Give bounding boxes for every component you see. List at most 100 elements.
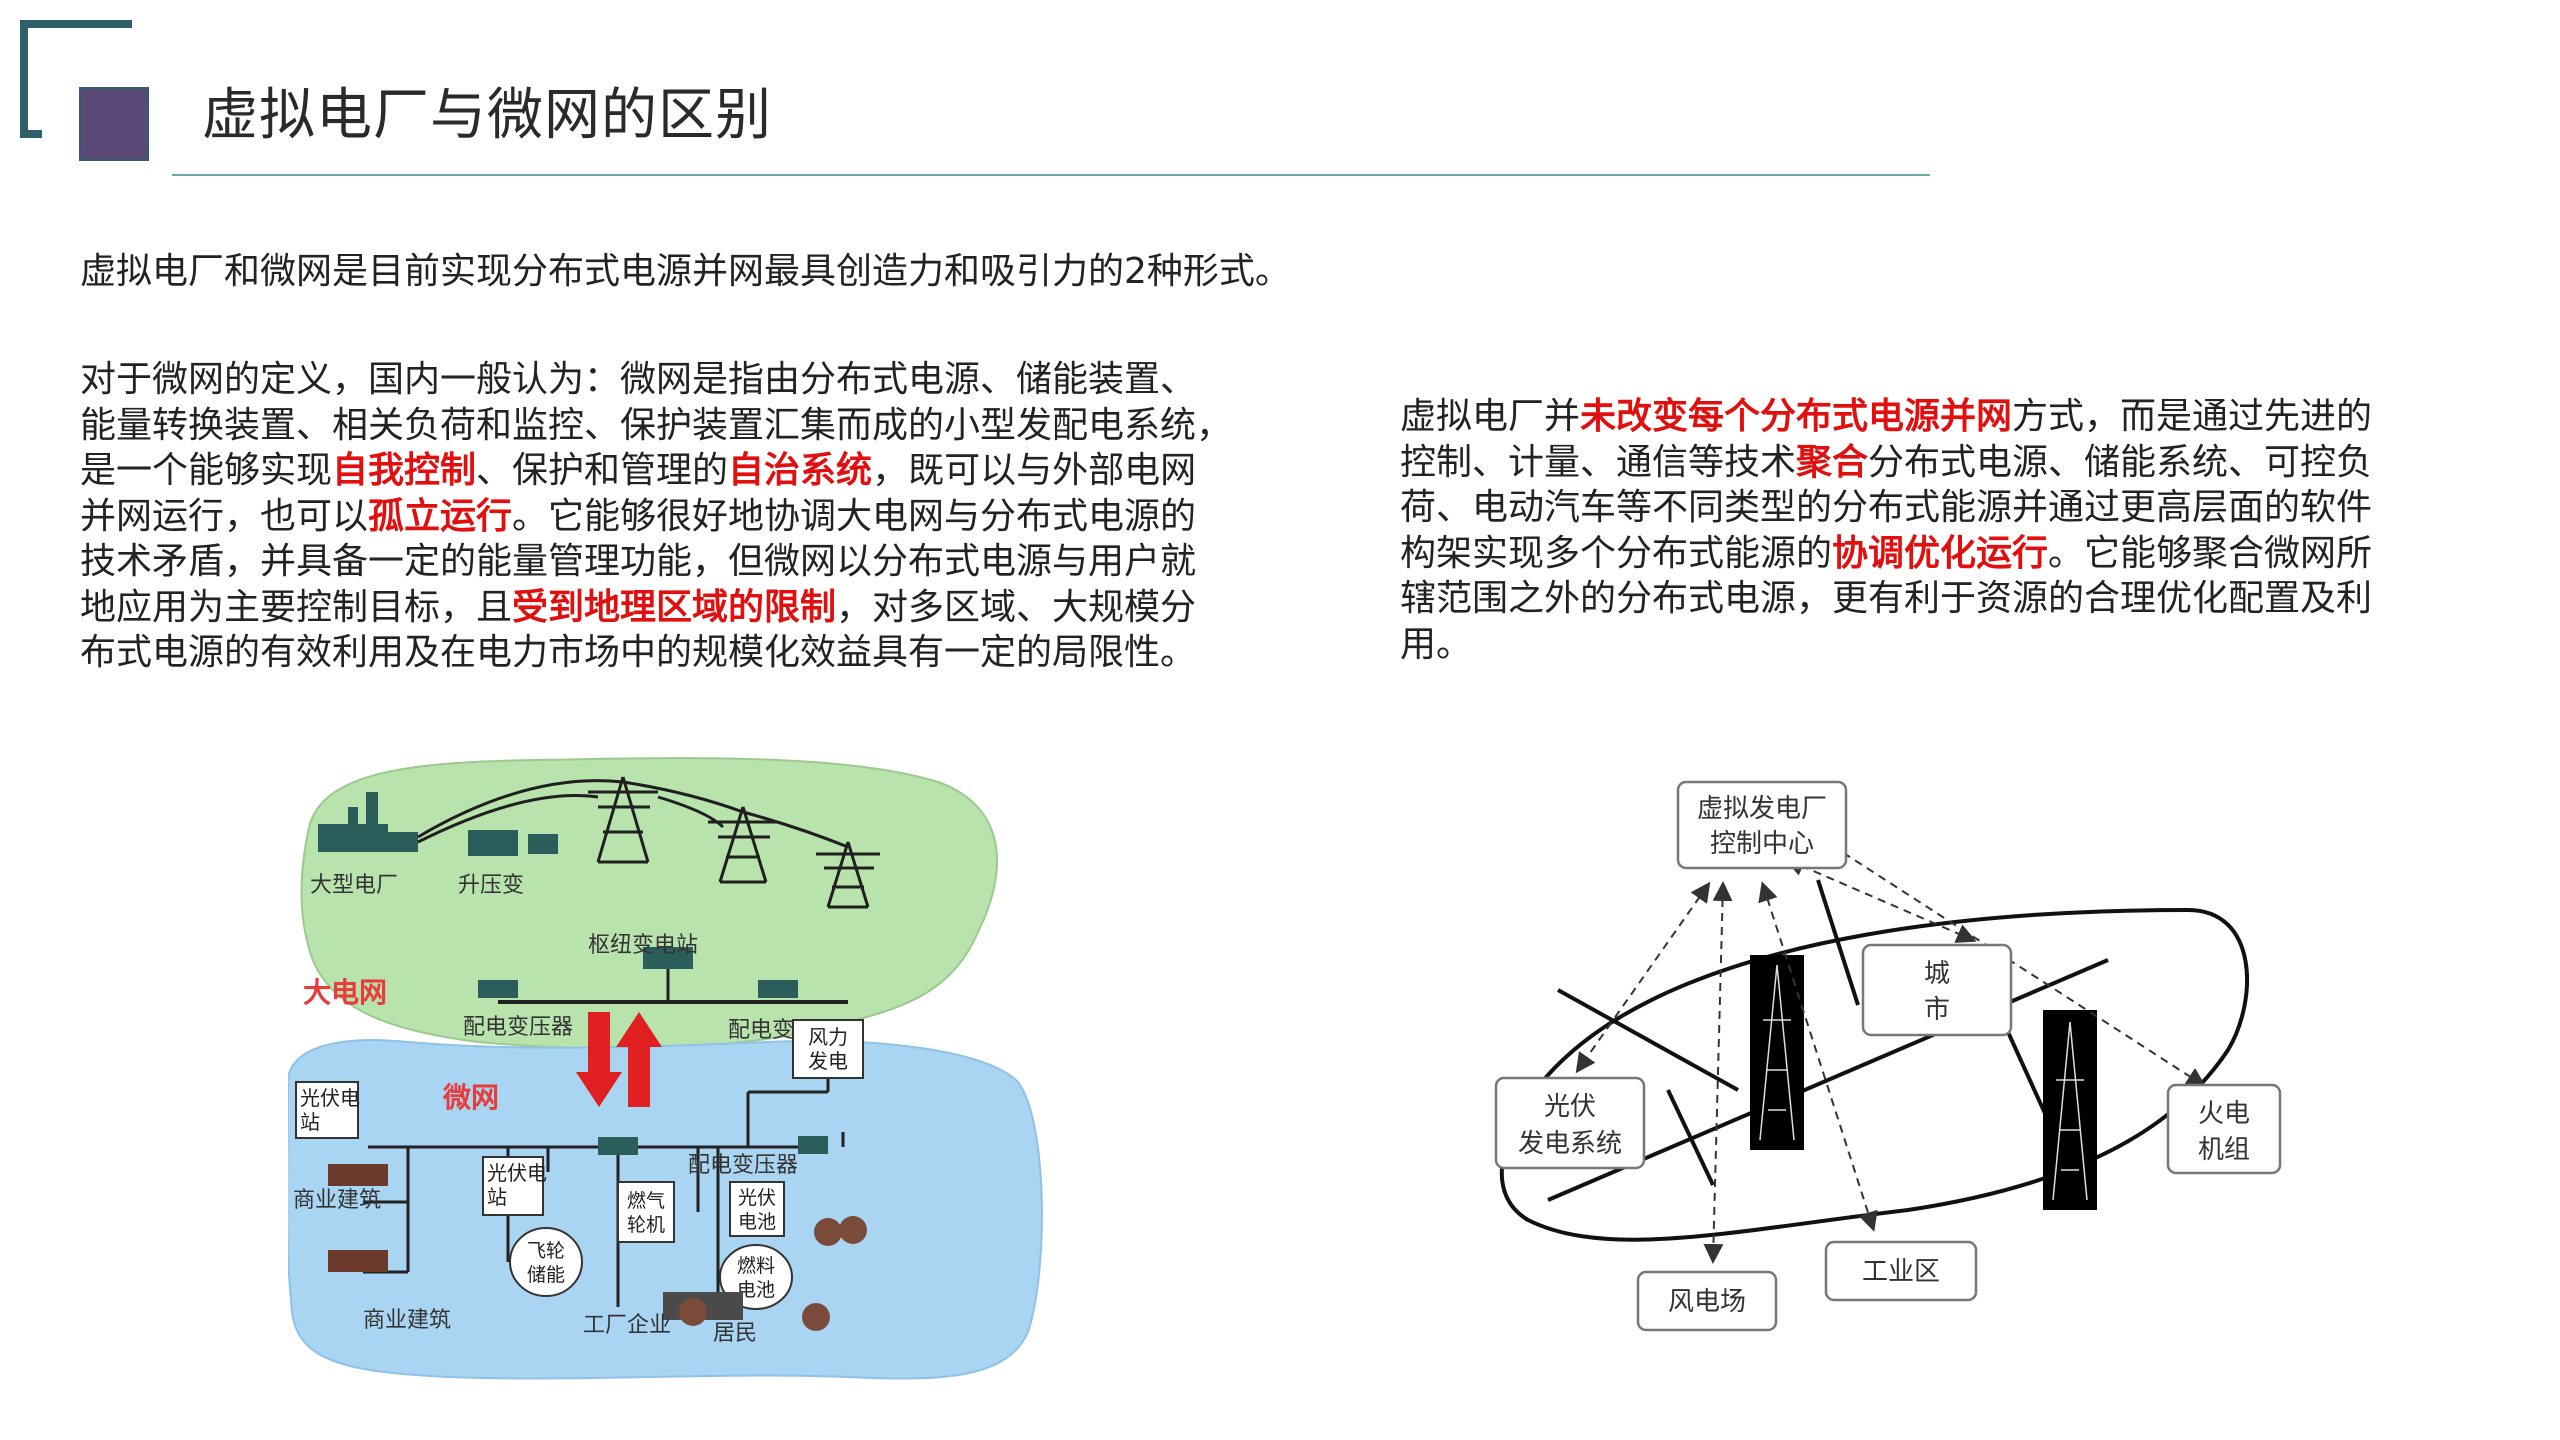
highlight-phrase: 协调优化运行	[1832, 532, 2049, 574]
svg-text:光伏电: 光伏电	[487, 1161, 547, 1185]
wind-gen-box: 风力 发电	[792, 1019, 864, 1079]
svg-text:储能: 储能	[527, 1264, 565, 1286]
highlight-phrase: 孤立运行	[368, 495, 513, 537]
svg-text:机组: 机组	[2198, 1135, 2250, 1165]
text-segment: 控制、计量、通信等技术	[1400, 441, 1797, 483]
svg-text:电池: 电池	[738, 1211, 776, 1233]
svg-text:风电场: 风电场	[1668, 1287, 1746, 1317]
flywheel-circle: 飞轮 储能	[509, 1227, 583, 1297]
text-segment: ，既可以与外部电网	[872, 450, 1197, 491]
text-line: 技术矛盾，并具备一定的能量管理功能，但微网以分布式电源与用户就	[80, 539, 1340, 585]
svg-text:燃料: 燃料	[737, 1255, 775, 1277]
text-segment: 并网运行，也可以	[80, 495, 369, 537]
commercial-building-1-label: 商业建筑	[293, 1188, 381, 1213]
svg-text:城: 城	[1924, 959, 1950, 989]
text-segment: 。它能够聚合微网所	[2048, 532, 2373, 574]
text-segment: 对于微网的定义，国内一般认为：微网是指由分布式电源、储能装置、	[80, 359, 1197, 400]
svg-text:控制中心: 控制中心	[1710, 829, 1814, 859]
tower-2-icon	[2043, 1010, 2097, 1210]
gas-turbine-box: 燃气 轮机	[617, 1181, 675, 1243]
text-segment: 布式电源的有效利用及在电力市场中的规模化效益具有一定的局限性。	[80, 632, 1197, 673]
big-grid-region	[300, 757, 999, 1050]
city-box: 城 市	[1861, 943, 2013, 1037]
text-segment: 用。	[1400, 623, 1473, 665]
text-line: 是一个能够实现自我控制、保护和管理的自治系统，既可以与外部电网	[80, 448, 1340, 494]
step-up-label: 升压变	[458, 873, 524, 898]
svg-text:站: 站	[300, 1110, 320, 1134]
text-segment: 。它能够很好地协调大电网与分布式电源的	[512, 495, 1197, 537]
transmission-towers-icon	[417, 776, 880, 909]
factory-label: 工厂企业	[583, 1313, 671, 1338]
text-line: 用。	[1400, 622, 2440, 668]
svg-text:轮机: 轮机	[627, 1214, 665, 1236]
svg-text:燃气: 燃气	[627, 1190, 665, 1212]
svg-text:虚拟发电厂: 虚拟发电厂	[1697, 794, 1827, 824]
text-segment: ，对多区域、大规模分	[836, 586, 1197, 628]
text-line: 荷、电动汽车等不同类型的分布式能源并通过更高层面的软件	[1400, 485, 2440, 531]
control-links	[1575, 827, 2207, 1264]
text-line: 能量转换装置、相关负荷和监控、保护装置汇集而成的小型发配电系统，	[80, 403, 1340, 449]
text-segment: 方式，而是通过先进的	[2012, 396, 2373, 437]
thermal-unit-box: 火电 机组	[2166, 1083, 2282, 1175]
dist-transformer-left-label: 配电变压器	[463, 1015, 573, 1040]
page-title: 虚拟电厂与微网的区别	[202, 83, 772, 148]
text-line: 辖范围之外的分布式电源，更有利于资源的合理优化配置及利	[1400, 576, 2440, 622]
highlight-phrase: 自我控制	[332, 450, 477, 491]
svg-text:发电系统: 发电系统	[1518, 1129, 1622, 1159]
microgrid-definition: 对于微网的定义，国内一般认为：微网是指由分布式电源、储能装置、能量转换装置、相关…	[80, 357, 1340, 676]
svg-text:工业区: 工业区	[1862, 1257, 1940, 1287]
svg-text:光伏: 光伏	[1544, 1092, 1596, 1122]
step-up-transformer-icon	[468, 830, 558, 856]
svg-text:飞轮: 飞轮	[527, 1240, 565, 1262]
vpp-diagram: 虚拟发电厂 控制中心 城 市 光伏 发电系统 火电 机组 风电场 工业区	[1488, 760, 2308, 1360]
text-segment: 地应用为主要控制目标，且	[80, 586, 513, 628]
text-segment: 能量转换装置、相关负荷和监控、保护装置汇集而成的小型发配电系统，	[80, 404, 1233, 446]
text-line: 对于微网的定义，国内一般认为：微网是指由分布式电源、储能装置、	[80, 357, 1340, 403]
intro-text: 虚拟电厂和微网是目前实现分布式电源并网最具创造力和吸引力的2种形式。	[80, 251, 1291, 292]
residents-label: 居民	[713, 1321, 757, 1346]
highlight-phrase: 受到地理区域的限制	[512, 586, 837, 628]
big-grid-label: 大电网	[303, 976, 387, 1009]
text-line: 并网运行，也可以孤立运行。它能够很好地协调大电网与分布式电源的	[80, 494, 1340, 540]
microgrid-diagram: 大型电厂 升压变 枢纽变电站 配电变压器 配电变压器 大电网 微网	[286, 752, 1054, 1388]
pv-station-box: 光伏电 站	[295, 1081, 360, 1139]
text-line: 地应用为主要控制目标，且受到地理区域的限制，对多区域、大规模分	[80, 585, 1340, 631]
svg-text:电池: 电池	[737, 1279, 775, 1301]
tower-1-icon	[1750, 955, 1804, 1150]
highlight-phrase: 自治系统	[728, 450, 873, 491]
text-line: 构架实现多个分布式能源的协调优化运行。它能够聚合微网所	[1400, 531, 2440, 577]
text-segment: 分布式电源、储能系统、可控负	[1868, 441, 2373, 483]
svg-text:火电: 火电	[2198, 1099, 2250, 1129]
svg-text:光伏: 光伏	[738, 1187, 776, 1209]
text-segment: 构架实现多个分布式能源的	[1400, 532, 1833, 574]
svg-text:市: 市	[1924, 995, 1950, 1025]
text-segment: 、保护和管理的	[476, 450, 729, 491]
title-divider	[172, 174, 1930, 176]
svg-text:光伏电: 光伏电	[300, 1086, 360, 1110]
pv-cell-box: 光伏 电池	[729, 1181, 785, 1237]
svg-text:风力: 风力	[808, 1025, 848, 1049]
hub-substation-icon	[478, 947, 848, 1004]
control-center-box: 虚拟发电厂 控制中心	[1676, 780, 1848, 870]
highlight-phrase: 未改变每个分布式电源并网	[1580, 396, 2013, 437]
text-segment: 是一个能够实现	[80, 450, 333, 491]
text-segment: 技术矛盾，并具备一定的能量管理功能，但微网以分布式电源与用户就	[80, 541, 1197, 582]
pv-station2-box: 光伏电 站	[482, 1156, 547, 1216]
large-plant-icon	[318, 792, 418, 852]
hub-substation-label: 枢纽变电站	[588, 933, 698, 958]
logo	[18, 18, 153, 163]
text-line: 布式电源的有效利用及在电力市场中的规模化效益具有一定的局限性。	[80, 630, 1340, 676]
text-segment: 辖范围之外的分布式电源，更有利于资源的合理优化配置及利	[1400, 578, 2373, 619]
pv-system-box: 光伏 发电系统	[1494, 1076, 1646, 1170]
svg-text:发电: 发电	[808, 1049, 848, 1073]
text-segment: 荷、电动汽车等不同类型的分布式能源并通过更高层面的软件	[1400, 487, 2373, 528]
vpp-definition: 虚拟电厂并未改变每个分布式电源并网方式，而是通过先进的控制、计量、通信等技术聚合…	[1400, 394, 2440, 667]
commercial-building-2-label: 商业建筑	[363, 1308, 451, 1333]
mg-transformer-label: 配电变压器	[688, 1153, 798, 1178]
microgrid-label: 微网	[442, 1081, 499, 1114]
wind-farm-box: 风电场	[1636, 1270, 1778, 1332]
text-line: 控制、计量、通信等技术聚合分布式电源、储能系统、可控负	[1400, 440, 2440, 486]
svg-text:站: 站	[487, 1185, 507, 1209]
large-plant-label: 大型电厂	[310, 873, 398, 898]
industrial-zone-box: 工业区	[1824, 1240, 1978, 1302]
